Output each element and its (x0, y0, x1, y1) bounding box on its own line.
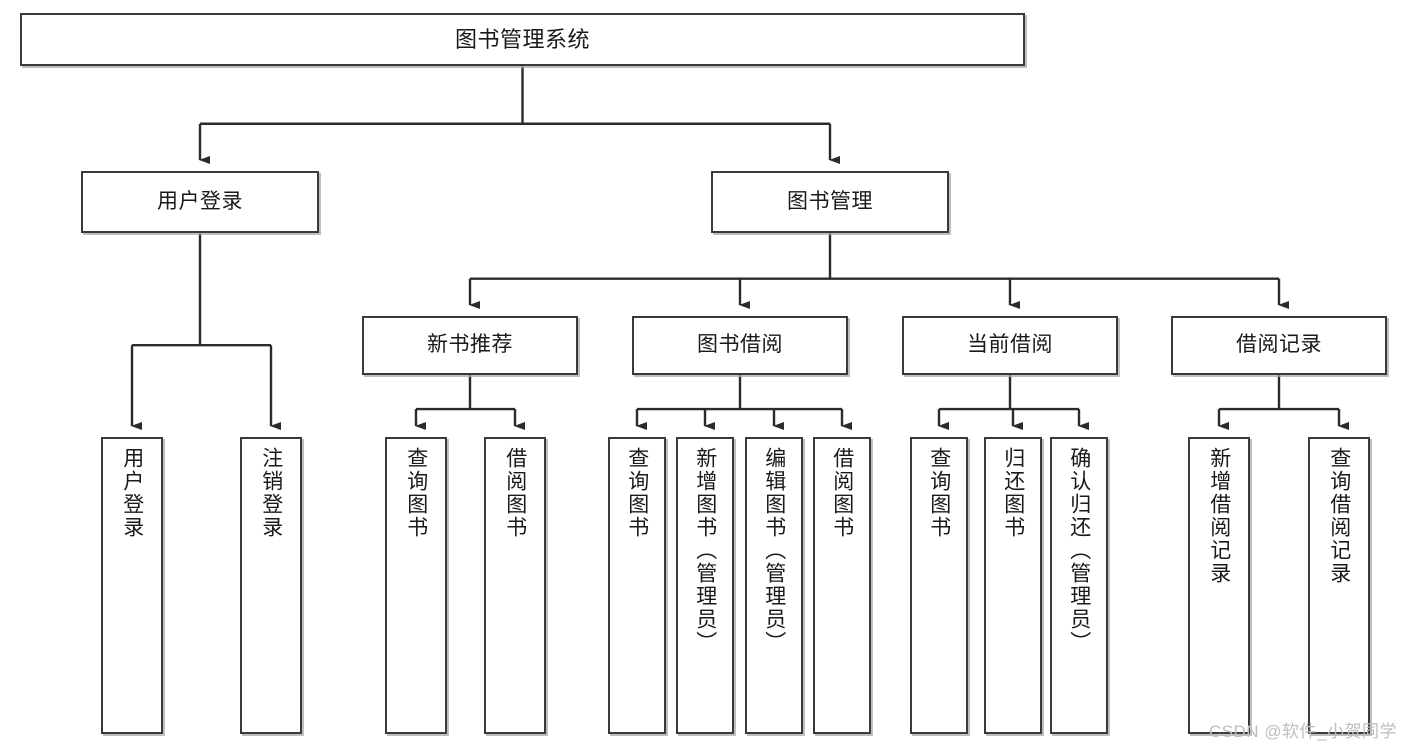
node-label: 新增借阅记录 (1207, 447, 1231, 585)
node-leaf_2[interactable]: 查询图书 (385, 437, 447, 734)
node-label: 用户登录 (157, 189, 243, 213)
node-label: 借阅图书 (830, 447, 854, 539)
node-leaf_1[interactable]: 注销登录 (240, 437, 302, 734)
node-label: 借阅记录 (1236, 333, 1322, 357)
node-l2_1[interactable]: 图书管理 (711, 171, 949, 233)
node-label: 查询图书 (404, 447, 428, 539)
node-root[interactable]: 图书管理系统 (20, 13, 1025, 66)
node-leaf_7[interactable]: 借阅图书 (813, 437, 871, 734)
node-label: 归还图书 (1001, 447, 1025, 539)
node-label: 注销登录 (259, 447, 283, 539)
node-label: 新书推荐 (427, 333, 513, 357)
node-l3_3[interactable]: 借阅记录 (1171, 316, 1387, 375)
node-leaf_4[interactable]: 查询图书 (608, 437, 666, 734)
csdn-watermark: CSDN @软件_小贺同学 (1208, 722, 1397, 741)
node-label: 新增图书（管理员） (693, 447, 717, 654)
node-label: 确认归还（管理员） (1067, 447, 1091, 654)
node-leaf_3[interactable]: 借阅图书 (484, 437, 546, 734)
node-label: 图书管理系统 (454, 26, 590, 52)
node-label: 查询借阅记录 (1327, 447, 1351, 585)
node-label: 用户登录 (120, 447, 144, 539)
node-l2_0[interactable]: 用户登录 (81, 171, 319, 233)
node-label: 当前借阅 (967, 333, 1053, 357)
node-l3_0[interactable]: 新书推荐 (362, 316, 578, 375)
node-label: 查询图书 (927, 447, 951, 539)
node-leaf_8[interactable]: 查询图书 (910, 437, 968, 734)
node-label: 编辑图书（管理员） (762, 447, 786, 654)
node-label: 图书借阅 (697, 333, 783, 357)
node-l3_1[interactable]: 图书借阅 (632, 316, 848, 375)
node-leaf_6[interactable]: 编辑图书（管理员） (745, 437, 803, 734)
node-leaf_11[interactable]: 新增借阅记录 (1188, 437, 1250, 734)
node-leaf_9[interactable]: 归还图书 (984, 437, 1042, 734)
node-label: 借阅图书 (503, 447, 527, 539)
node-l3_2[interactable]: 当前借阅 (902, 316, 1118, 375)
node-label: 查询图书 (625, 447, 649, 539)
node-label: 图书管理 (787, 189, 873, 213)
node-leaf_12[interactable]: 查询借阅记录 (1308, 437, 1370, 734)
node-leaf_10[interactable]: 确认归还（管理员） (1050, 437, 1108, 734)
node-leaf_5[interactable]: 新增图书（管理员） (676, 437, 734, 734)
node-leaf_0[interactable]: 用户登录 (101, 437, 163, 734)
